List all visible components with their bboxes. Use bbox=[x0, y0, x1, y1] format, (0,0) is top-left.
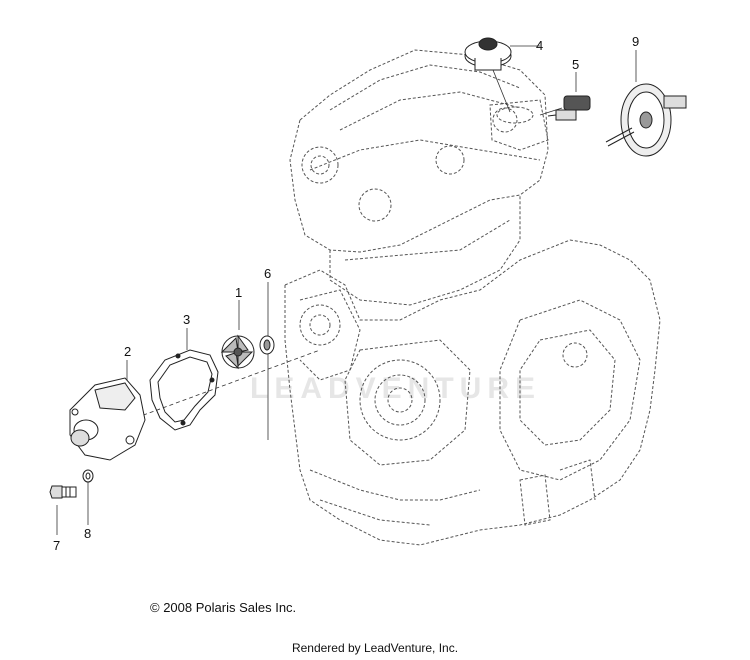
watermark-text: LEADVENTURE bbox=[250, 372, 541, 405]
leader-lines bbox=[56, 45, 637, 535]
callout-8: 8 bbox=[84, 526, 91, 541]
copyright-text: © 2008 Polaris Sales Inc. bbox=[150, 600, 297, 615]
gasket-part bbox=[149, 349, 219, 431]
callout-5: 5 bbox=[572, 57, 579, 72]
callout-2: 2 bbox=[124, 344, 131, 359]
temperature-sensor-part bbox=[547, 95, 591, 121]
engine-block bbox=[284, 49, 661, 546]
water-pump-shaft-part bbox=[605, 83, 687, 157]
callout-labels: 1 2 3 4 5 6 7 8 9 bbox=[53, 34, 639, 553]
water-pump-cover-part bbox=[69, 377, 146, 461]
washer-part bbox=[82, 469, 94, 483]
impeller-part bbox=[220, 334, 255, 370]
seal-part bbox=[259, 335, 275, 355]
callout-1: 1 bbox=[235, 285, 242, 300]
bolt-part bbox=[49, 485, 77, 499]
thermostat-part bbox=[464, 37, 512, 71]
callout-4: 4 bbox=[536, 38, 543, 53]
callout-9: 9 bbox=[632, 34, 639, 49]
callout-7: 7 bbox=[53, 538, 60, 553]
callout-6: 6 bbox=[264, 266, 271, 281]
callout-3: 3 bbox=[183, 312, 190, 327]
rendered-by-text: Rendered by LeadVenture, Inc. bbox=[291, 641, 459, 655]
